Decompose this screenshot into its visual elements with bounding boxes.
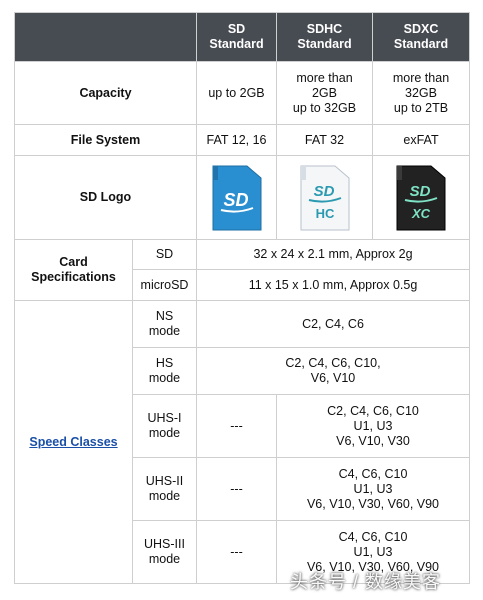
filesystem-sdxc: exFAT — [372, 124, 470, 156]
speed-uhs2-value-line1: C4, C6, C10 — [338, 466, 408, 481]
speed-ns-mode-line2: mode — [148, 324, 181, 338]
speed-uhs3-value-line2: U1, U3 — [353, 544, 393, 559]
speed-uhs3-row: UHS-III mode --- C4, C6, C10 U1, U3 V6, … — [15, 520, 470, 584]
speed-ns-mode-line1: NS — [155, 309, 174, 323]
speed-uhs1-value-line1: C2, C4, C6, C10 — [327, 403, 419, 418]
card-spec-sd-value: 32 x 24 x 2.1 mm, Approx 2g — [196, 239, 470, 270]
speed-ns-mode: NS mode — [132, 300, 197, 348]
header-sdhc-line1: SDHC — [306, 22, 343, 36]
speed-classes-label-cell: Speed Classes — [14, 300, 133, 584]
speed-uhs3-value-line3: V6, V10, V30, V60, V90 — [306, 559, 440, 574]
speed-hs-value-line2: V6, V10 — [310, 371, 356, 385]
filesystem-label: File System — [14, 124, 197, 156]
speed-uhs1-value-line3: V6, V10, V30 — [336, 433, 410, 448]
sdxc-card-logo-icon: SD XC — [396, 165, 446, 230]
speed-uhs2-mode: UHS-II mode — [132, 457, 197, 521]
card-spec-micro-label: microSD — [132, 269, 197, 301]
sdhc-card-logo-icon: SD HC — [300, 165, 349, 230]
header-sdhc-line2: Standard — [297, 37, 352, 51]
card-spec-label-line2: Specifications — [31, 270, 116, 284]
capacity-sdxc-line2: 32GB — [405, 85, 437, 100]
speed-uhs2-value-line3: V6, V10, V30, V60, V90 — [306, 496, 440, 511]
speed-uhs1-value-line2: U1, U3 — [353, 418, 393, 433]
speed-uhs2-mode-line2: mode — [148, 489, 181, 503]
logo-sdxc-cell: SD XC — [372, 155, 470, 240]
speed-hs-row: HS mode C2, C4, C6, C10, V6, V10 — [15, 347, 470, 395]
speed-classes-link[interactable]: Speed Classes — [29, 434, 118, 449]
logo-row: SD Logo SD SD HC SD — [14, 155, 470, 240]
capacity-sd: up to 2GB — [196, 61, 277, 125]
logo-label: SD Logo — [14, 155, 197, 240]
filesystem-sd: FAT 12, 16 — [196, 124, 277, 156]
card-spec-sd-row: Card Specifications SD 32 x 24 x 2.1 mm,… — [14, 239, 470, 301]
card-spec-label-line1: Card — [59, 255, 88, 269]
speed-uhs1-mode: UHS-I mode — [132, 394, 197, 458]
card-spec-sd-label: SD — [132, 239, 197, 270]
header-sdxc-standard: SDXC Standard — [372, 12, 470, 62]
capacity-sdhc-line1: more than — [296, 70, 353, 85]
speed-ns-row: Speed Classes NS mode C2, C4, C6 — [14, 300, 470, 584]
sdhc-logo-text: SD — [313, 183, 334, 200]
capacity-sdhc: more than 2GB up to 32GB — [276, 61, 373, 125]
capacity-sdxc-line3: up to 2TB — [393, 100, 449, 115]
speed-ns-value: C2, C4, C6 — [196, 300, 470, 348]
header-sdxc-line1: SDXC — [403, 22, 439, 36]
header-blank-cell — [14, 12, 197, 62]
speed-uhs3-value-line1: C4, C6, C10 — [338, 529, 408, 544]
capacity-sdhc-line3: up to 32GB — [292, 100, 357, 115]
sdhc-logo-subtext: HC — [315, 206, 334, 221]
filesystem-row: File System FAT 12, 16 FAT 32 exFAT — [14, 124, 470, 156]
capacity-sdxc: more than 32GB up to 2TB — [372, 61, 470, 125]
speed-uhs2-mode-line1: UHS-II — [145, 474, 184, 488]
speed-uhs2-value-line2: U1, U3 — [353, 481, 393, 496]
capacity-sd-line1: up to 2GB — [208, 85, 265, 100]
speed-uhs1-value: C2, C4, C6, C10 U1, U3 V6, V10, V30 — [276, 394, 470, 458]
speed-uhs2-row: UHS-II mode --- C4, C6, C10 U1, U3 V6, V… — [15, 457, 470, 521]
speed-hs-value: C2, C4, C6, C10, V6, V10 — [196, 347, 470, 395]
capacity-sdxc-line1: more than — [392, 70, 450, 85]
header-sd-line2: Standard — [209, 37, 264, 51]
speed-hs-mode-line1: HS — [155, 356, 174, 370]
speed-uhs2-value: C4, C6, C10 U1, U3 V6, V10, V30, V60, V9… — [276, 457, 470, 521]
header-sd-standard: SD Standard — [196, 12, 277, 62]
sd-logo-text: SD — [223, 190, 248, 210]
header-row: SD Standard SDHC Standard SDXC Standard — [14, 12, 470, 62]
speed-uhs3-sd: --- — [196, 520, 277, 584]
speed-ns-value-line1: C2, C4, C6 — [302, 316, 364, 331]
speed-uhs3-mode: UHS-III mode — [132, 520, 197, 584]
header-sd-line1: SD — [227, 22, 246, 36]
sdxc-logo-text: SD — [410, 183, 431, 200]
sd-card-logo-icon: SD — [212, 165, 261, 230]
card-spec-label: Card Specifications — [14, 239, 133, 301]
speed-uhs1-mode-line2: mode — [148, 426, 181, 440]
capacity-label: Capacity — [14, 61, 197, 125]
speed-uhs2-sd: --- — [196, 457, 277, 521]
header-sdxc-line2: Standard — [393, 37, 449, 51]
speed-uhs3-mode-line1: UHS-III — [144, 537, 185, 551]
capacity-row: Capacity up to 2GB more than 2GB up to 3… — [14, 61, 470, 125]
capacity-sdhc-line2: 2GB — [311, 85, 337, 100]
header-sdhc-standard: SDHC Standard — [276, 12, 373, 62]
card-spec-micro-row: microSD 11 x 15 x 1.0 mm, Approx 0.5g — [15, 269, 470, 301]
filesystem-sdhc: FAT 32 — [276, 124, 373, 156]
card-spec-micro-value: 11 x 15 x 1.0 mm, Approx 0.5g — [196, 269, 470, 301]
watermark-text: 头条号 / 数缘美客 — [290, 572, 442, 592]
sd-card-comparison-table: SD Standard SDHC Standard SDXC Standard … — [14, 12, 470, 584]
logo-sdhc-cell: SD HC — [276, 155, 373, 240]
speed-hs-mode: HS mode — [132, 347, 197, 395]
speed-uhs3-value: C4, C6, C10 U1, U3 V6, V10, V30, V60, V9… — [276, 520, 470, 584]
speed-hs-mode-line2: mode — [148, 371, 181, 385]
speed-uhs1-row: UHS-I mode --- C2, C4, C6, C10 U1, U3 V6… — [15, 394, 470, 458]
speed-uhs1-sd: --- — [196, 394, 277, 458]
speed-hs-value-line1: C2, C4, C6, C10, — [285, 356, 381, 370]
speed-uhs1-mode-line1: UHS-I — [147, 411, 182, 425]
sdxc-logo-subtext: XC — [411, 206, 431, 221]
speed-uhs3-mode-line2: mode — [148, 552, 181, 566]
logo-sd-cell: SD — [196, 155, 277, 240]
